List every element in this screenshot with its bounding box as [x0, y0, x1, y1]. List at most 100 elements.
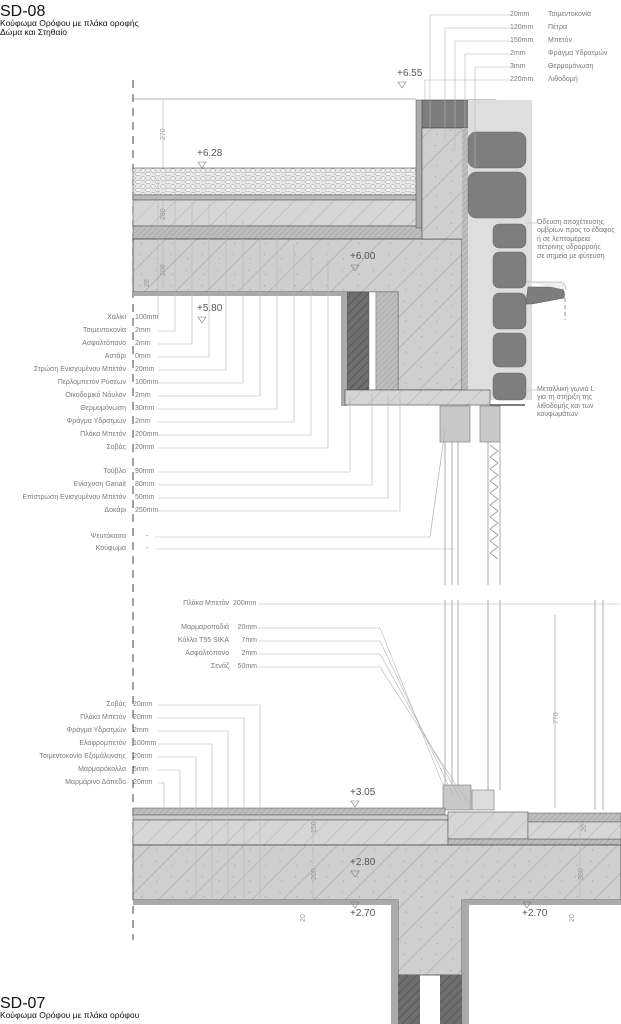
layer-thickness: 20mm: [133, 779, 153, 786]
layer-thickness: 100mm: [135, 379, 159, 386]
angle-note-line: λιθοδομής και των: [537, 402, 594, 410]
layer-label: Σενάζ: [210, 663, 229, 670]
leader-line: [379, 666, 470, 806]
layer-thickness: 2mm: [510, 50, 526, 57]
level-triangle-icon: [350, 901, 360, 909]
layer-thickness: 150mm: [510, 37, 534, 44]
brick-wall-right: [440, 975, 462, 1024]
layer-thickness: 220mm: [510, 76, 534, 83]
level-triangle-icon: [350, 264, 360, 272]
layer-thickness: 20mm: [135, 366, 155, 373]
layer-label: Ενίσχυση Ganait: [73, 481, 126, 488]
gravel-layer: [132, 167, 421, 196]
layer-label: Μαρμάρινο Δάπεδο: [65, 779, 126, 786]
level-marker: +2.70: [522, 908, 548, 919]
drainage-note-line: ή σε λεπτομέρεια: [537, 235, 591, 243]
layer-label: Φράγμα Υδρατμών: [66, 418, 126, 425]
leader-line: [379, 640, 454, 796]
dimension-label: 300: [578, 868, 585, 880]
layer-label: Φράγμα Υδρατμών: [66, 727, 126, 734]
dimension-label: 20: [581, 824, 588, 832]
layer-label: Ασφαλτόπανο: [82, 340, 126, 347]
layer-label: Πλάκα Μπετόν: [80, 431, 126, 438]
layer-thickness: 20mm: [133, 753, 153, 760]
layer-thickness: 0mm: [135, 353, 151, 360]
layer-thickness: 2mm: [135, 418, 151, 425]
layer-label: Αστάρι: [104, 353, 126, 360]
leader-line: [379, 653, 462, 801]
layer-label: Επίστρωση Ενισχυμένου Μπετόν: [22, 494, 126, 501]
layer-label: Μαρμαρόκολλα: [78, 766, 126, 773]
layer-label: Περλομπετόν Ρύσεων: [57, 379, 126, 386]
level-marker: +2.70: [350, 908, 376, 919]
brick-wall-left: [398, 975, 420, 1024]
dimension-label: 270: [160, 128, 167, 140]
dimension-label: 280: [160, 208, 167, 220]
leader-line: [429, 429, 446, 538]
layer-label: Θερμομόνωση: [80, 405, 126, 412]
layer-label: Δοκάρι: [104, 507, 126, 514]
detail-code-bottom: SD-07: [0, 995, 46, 1012]
layer-label: Χαλίκι: [107, 314, 126, 321]
layer-label: Λιθοδομή: [548, 76, 578, 83]
level-triangle-icon: [397, 81, 407, 89]
layer-label: Στρώση Ενισχυμένου Μπετόν: [33, 366, 126, 373]
layer-thickness: -: [146, 545, 149, 552]
layer-thickness: 5mm: [133, 766, 149, 773]
insulation-layer: [132, 199, 421, 227]
dimension-label: 150: [311, 821, 318, 833]
layer-label: Πλάκα Μπετόν: [80, 714, 126, 721]
level-triangle-icon: [522, 901, 532, 909]
angle-note-line: για τη στήριξη της: [537, 394, 593, 402]
window-frame: [439, 405, 604, 811]
beam-bottom-band: [344, 389, 491, 406]
drainage-note-line: σε σημεία με φύτευση: [537, 252, 605, 260]
layer-thickness: 100mm: [133, 740, 157, 747]
layer-thickness: 20mm: [133, 714, 153, 721]
layer-thickness: 3mm: [510, 63, 526, 70]
layer-thickness: 2mm: [135, 327, 151, 334]
level-marker: +2.80: [350, 857, 376, 868]
layer-label: Μαρμαροποδιά: [181, 624, 229, 631]
floor-slab-beam: [132, 844, 621, 976]
lightweight-concrete: [132, 819, 449, 846]
level-triangle-icon: [197, 316, 207, 324]
level-marker: +5.80: [197, 303, 223, 314]
layer-thickness: 2mm: [135, 340, 151, 347]
dimension-label: 28: [144, 279, 151, 287]
layer-label: Κόλλα T55 SIKA: [177, 637, 229, 644]
layer-label: Ελαφρομπετόν: [79, 740, 126, 747]
layer-thickness: 100mm: [135, 314, 159, 321]
detail-subtitle-line1: Κούφωμα Ορόφου με πλάκα οροφής: [0, 18, 139, 28]
parapet-concrete: [421, 127, 465, 240]
drainage-note-line: Όδευση αποχέτευσης: [537, 219, 605, 226]
layer-thickness: 20mm: [237, 624, 257, 631]
drainage-note-line: ομβρίων προς το έδαφος: [537, 227, 615, 235]
layer-label: Σοβάς: [106, 444, 126, 451]
layer-label: Πλάκα Μπετόν: [183, 600, 229, 607]
layer-label: Κούφωμα: [95, 545, 126, 552]
layer-thickness: 120mm: [510, 24, 534, 31]
layer-thickness: 30mm: [135, 405, 155, 412]
detail-subtitle-line2: Δώμα και Στηθαίο: [0, 27, 67, 37]
layer-label: Τσιμεντοκονία Εξομάλυνσης: [39, 753, 126, 760]
level-marker: +3.05: [350, 787, 376, 798]
layer-thickness: 2mm: [135, 392, 151, 399]
layer-thickness: 20mm: [135, 444, 155, 451]
layer-label: Τσιμεντοκονία: [548, 11, 592, 18]
screed-layer: [132, 225, 464, 240]
drainage-note-line: πέτρινης υδρορροής: [537, 244, 601, 252]
layer-label: Φράγμα Υδρατμών: [548, 50, 608, 57]
level-triangle-icon: [350, 870, 360, 878]
level-triangle-icon: [350, 800, 360, 808]
stone-masonry: [467, 131, 527, 401]
dimension-label: 200: [311, 868, 318, 880]
layer-label: Ασφαλτόπανο: [185, 650, 229, 657]
layer-thickness: 7mm: [241, 637, 257, 644]
layer-thickness: 2mm: [133, 727, 149, 734]
layer-label: Τούβλο: [103, 468, 126, 475]
layer-thickness: 20mm: [133, 701, 153, 708]
stone-sill-projection: [525, 286, 565, 305]
level-triangle-icon: [197, 161, 207, 169]
